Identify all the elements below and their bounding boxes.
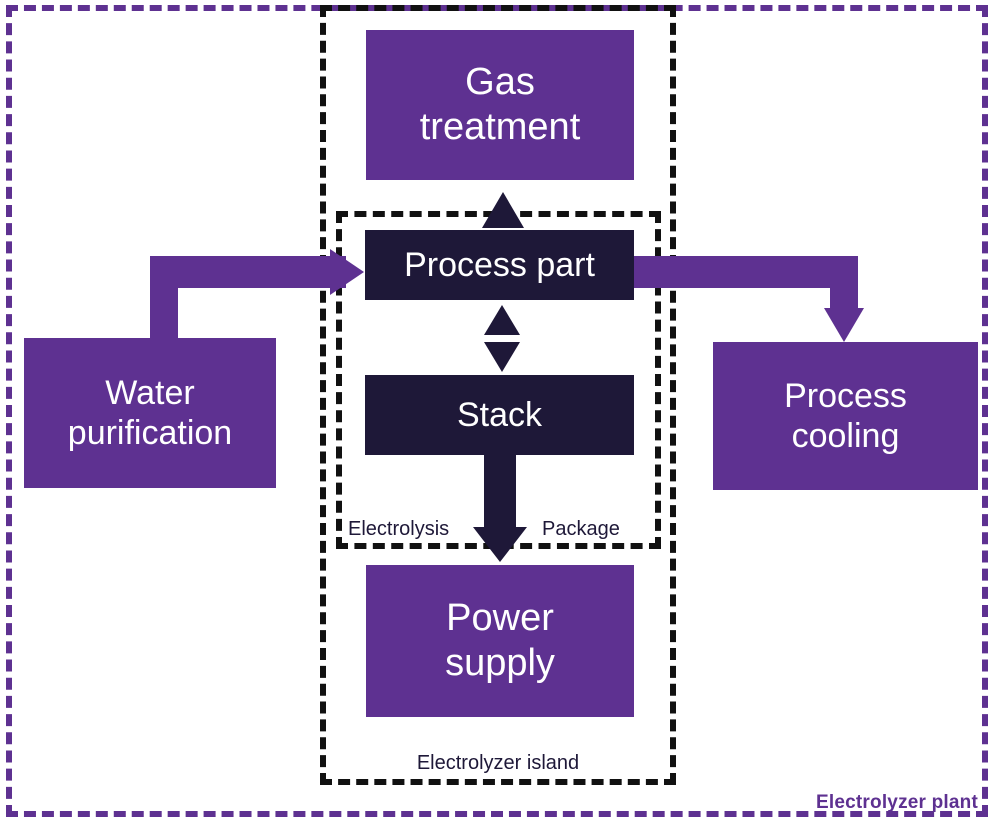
package-label: Package — [539, 518, 623, 541]
pipe-water-to-process-corner — [150, 256, 178, 300]
block-process-cooling[interactable]: Process cooling — [713, 342, 978, 490]
power-supply-label-line2: supply — [445, 642, 555, 684]
block-water-purification[interactable]: Water purification — [24, 338, 276, 488]
arrow-process-part-to-stack — [484, 342, 520, 372]
water-purification-label-line2: purification — [67, 414, 233, 452]
process-cooling-label-line1: Process — [784, 376, 907, 415]
block-power-supply[interactable]: Power supply — [366, 565, 634, 717]
block-process-part[interactable]: Process part — [365, 230, 634, 300]
process-part-label: Process part — [404, 245, 595, 284]
water-purification-label-line1: Water — [105, 373, 195, 412]
process-cooling-label-line2: cooling — [791, 417, 900, 455]
gas-treatment-label-line2: treatment — [419, 106, 581, 148]
arrow-into-process-cooling — [824, 308, 864, 342]
arrow-water-into-process-part — [330, 249, 364, 295]
electrolyzer-island-frame — [320, 5, 676, 785]
arrow-stack-to-process-part — [484, 305, 520, 335]
arrow-into-power-supply — [473, 527, 527, 562]
pipe-process-to-cooling-horizontal — [634, 256, 858, 288]
pipe-process-to-cooling-vertical — [830, 256, 858, 311]
electrolysis-label: Electrolysis — [345, 518, 453, 541]
block-gas-treatment[interactable]: Gas treatment — [366, 30, 634, 180]
pipe-stack-to-power-supply — [484, 455, 516, 534]
power-supply-label-line1: Power — [446, 597, 554, 640]
electrolyzer-plant-label: Electrolyzer plant — [816, 792, 978, 813]
arrow-process-part-to-gas-treatment — [482, 192, 524, 228]
gas-treatment-label-line1: Gas — [465, 61, 535, 104]
block-stack[interactable]: Stack — [365, 375, 634, 455]
electrolyzer-island-label: Electrolyzer island — [416, 752, 580, 774]
pipe-water-to-process-horizontal — [150, 256, 346, 288]
stack-label: Stack — [456, 395, 543, 434]
